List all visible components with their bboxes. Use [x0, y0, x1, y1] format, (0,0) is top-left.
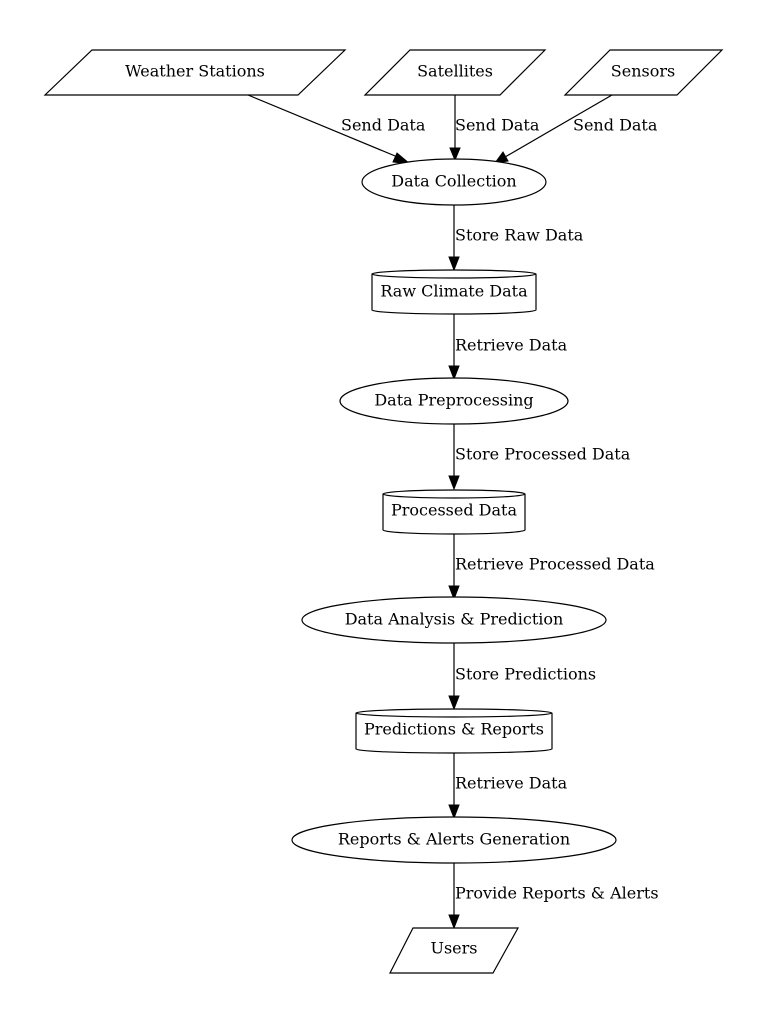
edge-label: Store Raw Data [455, 226, 584, 245]
node-label: Reports & Alerts Generation [338, 830, 570, 849]
edge-processed-data-to-data-analysis: Retrieve Processed Data [448, 534, 655, 601]
arrow-head [449, 147, 461, 162]
node-label: Data Analysis & Prediction [345, 610, 564, 629]
edge-label: Send Data [341, 116, 426, 135]
edge-weather-stations-to-data-collection: Send Data [247, 94, 426, 165]
cylinder-rim [371, 273, 537, 279]
node-data-analysis-prediction: Data Analysis & Prediction [301, 596, 607, 644]
parallelogram-shape [363, 49, 547, 96]
node-label: Weather Stations [125, 62, 265, 81]
edge-raw-climate-data-to-data-preprocessing: Retrieve Data [448, 314, 568, 381]
edge-line [504, 94, 613, 158]
node-label: Data Preprocessing [374, 391, 533, 410]
node-weather-stations: Weather Stations [43, 49, 347, 96]
arrow-head [448, 365, 460, 381]
node-label: Predictions & Reports [364, 720, 544, 739]
node-data-collection: Data Collection [361, 158, 547, 206]
edge-reports-alerts-to-users: Provide Reports & Alerts [448, 863, 659, 930]
arrow-head [448, 804, 460, 820]
arrow-head [448, 695, 460, 711]
node-data-preprocessing: Data Preprocessing [339, 377, 569, 425]
edge-label: Retrieve Processed Data [455, 555, 655, 574]
node-label: Sensors [611, 62, 675, 81]
node-users: Users [389, 927, 520, 974]
cylinder-shape [371, 269, 537, 315]
node-label: Satellites [417, 62, 493, 81]
edge-satellites-to-data-collection: Send Data [449, 95, 540, 162]
parallelogram-shape [43, 49, 347, 96]
node-satellites: Satellites [363, 49, 547, 96]
edge-label: Send Data [573, 116, 658, 135]
node-sensors: Sensors [563, 49, 724, 96]
edge-label: Store Processed Data [455, 445, 631, 464]
edge-label: Send Data [455, 116, 540, 135]
arrow-head [448, 585, 460, 601]
arrow-head [448, 256, 460, 272]
edge-label: Retrieve Data [455, 774, 568, 793]
edge-line [247, 94, 401, 159]
parallelogram-shape [389, 927, 520, 974]
parallelogram-shape [563, 49, 724, 96]
node-label: Processed Data [391, 501, 517, 520]
edge-data-preprocessing-to-processed-data: Store Processed Data [448, 424, 631, 491]
node-raw-climate-data: Raw Climate Data [371, 269, 537, 315]
edge-predictions-reports-to-reports-alerts: Retrieve Data [448, 753, 568, 820]
cylinder-shape [355, 708, 553, 754]
edge-sensors-to-data-collection: Send Data [493, 94, 658, 164]
node-predictions-reports: Predictions & Reports [355, 708, 553, 754]
cylinder-rim [382, 493, 526, 499]
cylinder-shape [382, 489, 526, 535]
edge-data-collection-to-raw-climate-data: Store Raw Data [448, 205, 584, 272]
node-label: Raw Climate Data [380, 282, 528, 301]
node-label: Users [430, 939, 477, 958]
edge-data-analysis-to-predictions-reports: Store Predictions [448, 643, 596, 711]
edge-label: Retrieve Data [455, 336, 568, 355]
node-reports-alerts-generation: Reports & Alerts Generation [291, 816, 617, 864]
cylinder-rim [355, 712, 553, 718]
edge-label: Provide Reports & Alerts [455, 884, 659, 903]
node-processed-data: Processed Data [382, 489, 526, 535]
node-label: Data Collection [391, 172, 516, 191]
arrow-head [448, 914, 460, 930]
arrow-head [448, 475, 460, 491]
edge-label: Store Predictions [455, 665, 596, 684]
